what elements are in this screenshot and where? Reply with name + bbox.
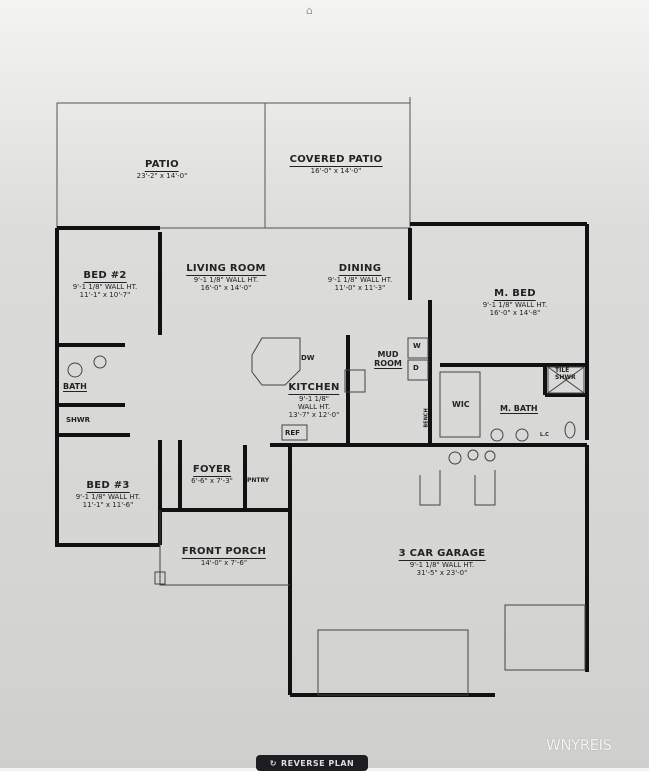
linen-closet-label: L.C xyxy=(540,432,549,438)
room-wall-height-2: WALL HT. xyxy=(297,402,331,411)
room-wall-height: 9'-1 1/8" WALL HT. xyxy=(409,560,475,569)
room-name: KITCHEN xyxy=(288,382,340,395)
room-covered-patio: COVERED PATIO 16'-0" x 14'-0" xyxy=(289,148,383,175)
bench-label: BENCH xyxy=(423,408,430,428)
room-dimensions: 11'-1" x 10'-7" xyxy=(79,290,131,299)
room-walk-in-closet: WIC xyxy=(452,400,470,409)
room-dimensions: 16'-0" x 14'-0" xyxy=(310,166,362,175)
watermark: WNYREIS xyxy=(546,736,612,754)
room-master-bed: M. BED 9'-1 1/8" WALL HT. 16'-0" x 14'-8… xyxy=(483,282,548,317)
room-name: MUD xyxy=(377,350,399,359)
room-name: COVERED PATIO xyxy=(289,154,383,167)
room-name: LIVING ROOM xyxy=(186,263,266,276)
room-master-bath: M. BATH xyxy=(500,404,538,414)
room-kitchen: KITCHEN 9'-1 1/8" WALL HT. 13'-7" x 12'-… xyxy=(288,376,340,419)
room-name: FOYER xyxy=(192,464,232,477)
room-bed-2: BED #2 9'-1 1/8" WALL HT. 11'-1" x 10'-7… xyxy=(73,264,138,299)
room-pantry: PNTRY xyxy=(247,477,270,484)
room-dimensions: 16'-0" x 14'-0" xyxy=(200,283,252,292)
room-dimensions: 14'-0" x 7'-6" xyxy=(200,558,248,567)
room-garage: 3 CAR GARAGE 9'-1 1/8" WALL HT. 31'-5" x… xyxy=(398,542,486,577)
reverse-plan-label: REVERSE PLAN xyxy=(280,758,355,768)
room-tile-shower: TILE SHWR xyxy=(555,367,576,381)
home-icon: ⌂ xyxy=(306,4,313,17)
room-dimensions: 11'-1" x 11'-6" xyxy=(82,500,134,509)
reverse-plan-button[interactable]: ↻ REVERSE PLAN xyxy=(256,755,368,771)
room-foyer: FOYER 6'-6" x 7'-3" xyxy=(191,458,233,485)
dryer-label: D xyxy=(413,364,419,372)
room-wall-height: 9'-1 1/8" WALL HT. xyxy=(193,275,259,284)
room-dimensions: 13'-7" x 12'-0" xyxy=(288,410,340,419)
refresh-icon: ↻ xyxy=(269,758,277,768)
room-dimensions: 11'-0" x 11'-3" xyxy=(334,283,386,292)
room-name: DINING xyxy=(338,263,382,276)
room-wall-height: 9'-1 1/8" WALL HT. xyxy=(75,492,141,501)
dishwasher-label: DW xyxy=(301,354,315,362)
room-wall-height: 9'-1 1/8" WALL HT. xyxy=(327,275,393,284)
room-bed-3: BED #3 9'-1 1/8" WALL HT. 11'-1" x 11'-6… xyxy=(76,474,141,509)
room-wall-height: 9'-1 1/8" WALL HT. xyxy=(482,300,548,309)
room-dimensions: 6'-6" x 7'-3" xyxy=(191,476,233,485)
room-patio: PATIO 23'-2" x 14'-0" xyxy=(137,153,188,180)
room-dining: DINING 9'-1 1/8" WALL HT. 11'-0" x 11'-3… xyxy=(328,257,393,292)
room-name: 3 CAR GARAGE xyxy=(398,548,486,561)
room-name-2: ROOM xyxy=(374,359,402,370)
room-name: FRONT PORCH xyxy=(181,546,267,559)
washer-label: W xyxy=(413,342,421,350)
room-dimensions: 23'-2" x 14'-0" xyxy=(136,171,188,180)
room-bath: BATH xyxy=(63,382,87,392)
room-name: PATIO xyxy=(145,159,179,172)
room-wall-height: 9'-1 1/8" xyxy=(298,394,330,403)
room-name: BED #3 xyxy=(86,480,130,493)
room-shower: SHWR xyxy=(66,416,91,424)
room-wall-height: 9'-1 1/8" WALL HT. xyxy=(72,282,138,291)
room-name: TILE xyxy=(555,367,570,374)
room-dimensions: 31'-5" x 23'-0" xyxy=(416,568,468,577)
room-living-room: LIVING ROOM 9'-1 1/8" WALL HT. 16'-0" x … xyxy=(186,257,266,292)
room-name-2: SHWR xyxy=(555,373,576,381)
room-name: M. BED xyxy=(494,288,536,301)
room-dimensions: 16'-0" x 14'-8" xyxy=(489,308,541,317)
room-name: BED #2 xyxy=(83,270,127,283)
room-mud-room: MUD ROOM xyxy=(374,350,402,370)
refrigerator-label: REF xyxy=(285,429,300,437)
room-front-porch: FRONT PORCH 14'-0" x 7'-6" xyxy=(181,540,267,567)
